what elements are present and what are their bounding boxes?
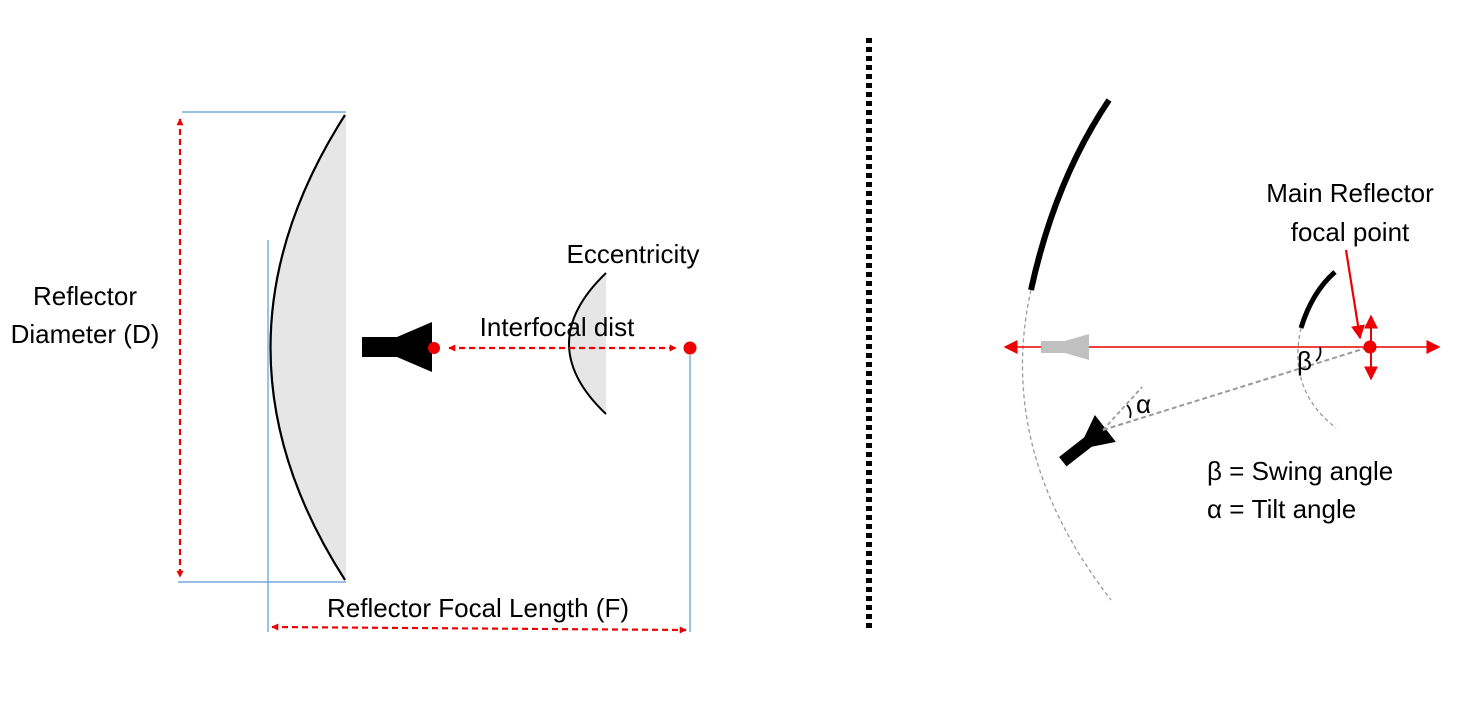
main-reflector-label-line1: Main Reflector — [1266, 178, 1434, 208]
feed-focal-point — [428, 342, 440, 354]
swing-angle-legend: β = Swing angle — [1207, 456, 1393, 486]
alpha-angle-arc — [1126, 404, 1132, 419]
main-focal-point — [1363, 340, 1377, 354]
subreflector-curve — [568, 272, 607, 415]
original-feed-icon — [1041, 334, 1089, 360]
beta-symbol: β — [1297, 346, 1312, 376]
focal-length-label: Reflector Focal Length (F) — [327, 593, 629, 623]
eccentricity-label: Eccentricity — [567, 239, 700, 269]
main-reflector-arc — [1028, 98, 1112, 291]
focal-point-pointer — [1344, 249, 1365, 340]
right-panel: Main Reflector focal point β α β = Swing… — [1003, 98, 1441, 601]
subreflector-arc-dashed — [1297, 327, 1337, 429]
focal-length-arrow — [271, 623, 687, 634]
interfocal-label: Interfocal dist — [480, 312, 635, 342]
reflector-label-line1: Reflector — [33, 281, 137, 311]
feed-horn-icon — [362, 322, 432, 372]
reflector-label-line2: Diameter (D) — [11, 319, 160, 349]
left-panel: Reflector Diameter (D) Eccentricity Inte… — [11, 111, 700, 634]
tilt-ray — [1102, 386, 1143, 431]
swung-feed-horn-icon — [1059, 415, 1116, 467]
reflector-focal-point — [683, 341, 697, 355]
swing-ray — [1102, 347, 1367, 431]
tilt-angle-legend: α = Tilt angle — [1207, 494, 1356, 524]
beta-angle-arc — [1315, 346, 1322, 362]
main-reflector-curve — [269, 114, 346, 581]
subreflector-arc — [1298, 270, 1337, 329]
alpha-symbol: α — [1136, 389, 1151, 419]
main-reflector-arc-dashed — [1021, 289, 1112, 601]
main-reflector-label-line2: focal point — [1291, 217, 1410, 247]
